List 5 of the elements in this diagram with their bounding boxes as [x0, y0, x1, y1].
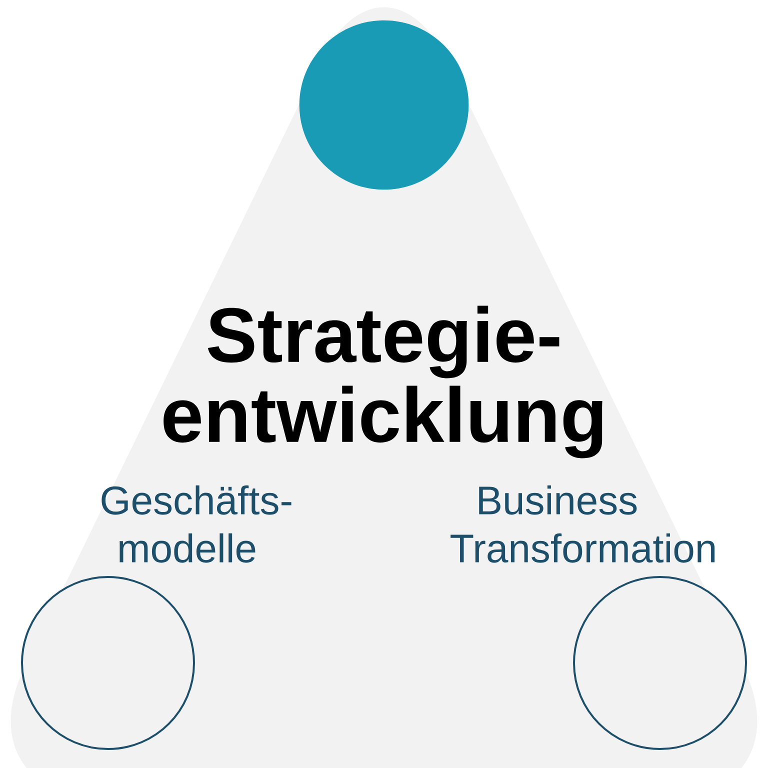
circle [21, 576, 195, 750]
circle [299, 20, 469, 190]
circle-caption: Geschäfts- modelle [102, 485, 292, 563]
circle [573, 576, 747, 750]
circle-caption: Business Transformation [450, 485, 715, 563]
